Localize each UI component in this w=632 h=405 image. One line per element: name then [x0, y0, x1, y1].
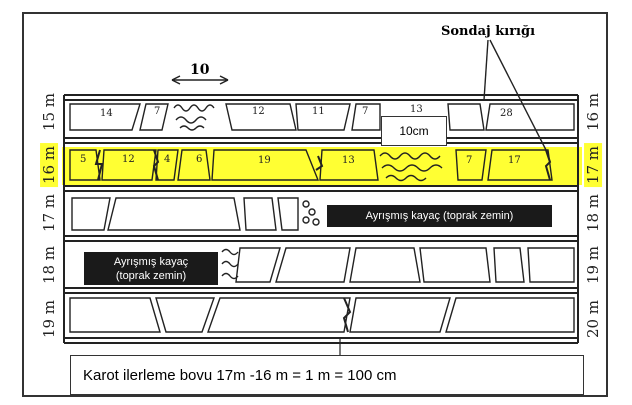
row2-num: 7	[466, 155, 472, 166]
depth-right-18: 18 m	[584, 193, 603, 233]
depth-right-17: 17 m	[584, 142, 603, 188]
scale-label: 10	[190, 62, 210, 78]
depth-left-18: 18 m	[40, 245, 59, 285]
fracture-label: Sondaj kırığı	[441, 24, 536, 39]
row2-num: 6	[196, 154, 202, 165]
depth-right-16: 16 m	[584, 92, 603, 132]
diagram-frame	[22, 12, 608, 397]
depth-right-19: 19 m	[584, 245, 603, 285]
row2-num: 5	[80, 154, 86, 165]
scale-bar	[171, 75, 229, 85]
depth-left-19: 19 m	[40, 299, 59, 339]
row2-num: 12	[122, 154, 135, 165]
row1-num: 12	[252, 106, 265, 117]
row1-num: 13	[410, 104, 423, 115]
row1-num: 14	[100, 108, 113, 119]
weathered-2-line1: Ayrışmış kayaç	[113, 256, 189, 268]
row4-core	[221, 247, 575, 283]
row-rails	[63, 94, 579, 344]
row2-num: 19	[258, 155, 271, 166]
depth-left-16: 16 m	[40, 142, 59, 188]
row5-core	[69, 297, 575, 333]
weathered-rock-label-2: Ayrışmış kayaç (toprak zemin)	[84, 252, 218, 285]
weathered-2-line2: (toprak zemin)	[115, 270, 187, 282]
callout-10cm: 10cm	[381, 116, 447, 146]
row2-core	[69, 149, 553, 182]
row2-num: 17	[508, 155, 521, 166]
row2-num: 13	[342, 155, 355, 166]
row1-num: 7	[154, 106, 160, 117]
depth-left-15: 15 m	[40, 92, 59, 132]
row3-core	[71, 197, 320, 231]
row1-num: 7	[362, 106, 368, 117]
row1-num: 28	[500, 108, 513, 119]
row2-num: 4	[164, 154, 170, 165]
depth-right-20: 20 m	[584, 299, 603, 339]
row1-num: 11	[312, 106, 325, 117]
caption-box: Karot ilerleme bovu 17m -16 m = 1 m = 10…	[70, 355, 584, 395]
fracture-leaders	[483, 39, 547, 151]
weathered-rock-label-1: Ayrışmış kayaç (toprak zemin)	[327, 205, 552, 227]
fracture-markers	[94, 149, 552, 333]
row1-core	[69, 103, 575, 131]
depth-left-17: 17 m	[40, 193, 59, 233]
